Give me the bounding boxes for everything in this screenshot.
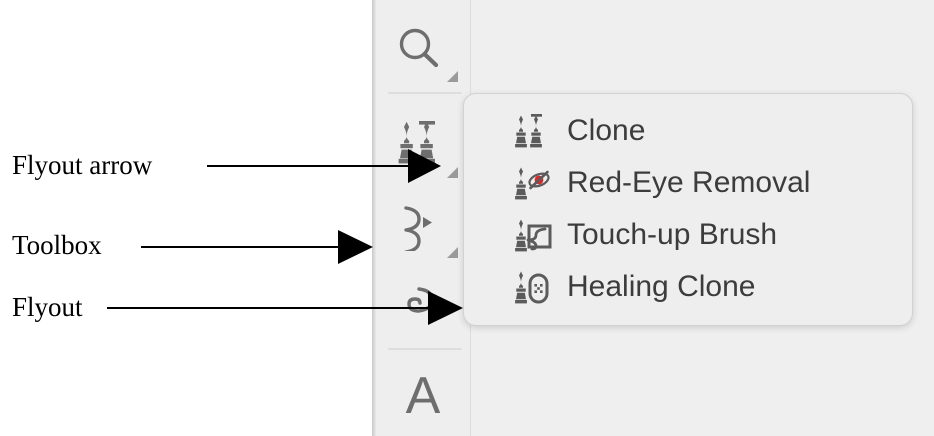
toolbox-tool-text[interactable]: A: [376, 356, 470, 436]
annotation-leader-toolbox: [141, 230, 373, 264]
flyout-item-label: Touch-up Brush: [567, 218, 778, 251]
toolbox[interactable]: A: [376, 0, 471, 436]
flyout-item-touch-up-brush[interactable]: Touch-up Brush: [464, 209, 912, 261]
touch-up-brush-icon: [512, 217, 554, 253]
flyout-item-label: Clone: [567, 114, 646, 147]
clone-stamp-icon: [512, 113, 554, 149]
clone-stamp-icon: [390, 116, 448, 174]
application-left-edge: [372, 0, 376, 436]
flyout-arrow-icon-zoom[interactable]: [447, 71, 458, 82]
annotation-label-toolbox: Toolbox: [12, 230, 102, 260]
flyout-item-label: Red-Eye Removal: [567, 166, 811, 199]
toolbox-tool-warp[interactable]: [376, 186, 470, 266]
annotation-label-flyout: Flyout: [12, 292, 83, 322]
toolbox-tool-lasso[interactable]: [376, 266, 470, 346]
red-eye-removal-icon: [512, 165, 554, 201]
healing-clone-icon: [512, 269, 554, 305]
flyout-item-label: Healing Clone: [567, 270, 756, 303]
flyout-item-healing-clone[interactable]: Healing Clone: [464, 261, 912, 313]
toolbox-tool-clone[interactable]: [376, 106, 470, 186]
flyout-arrow-icon-warp[interactable]: [447, 247, 458, 258]
magnifier-icon: [390, 20, 448, 78]
flyout-item-red-eye-removal[interactable]: Red-Eye Removal: [464, 157, 912, 209]
toolbox-separator-bottom: [388, 348, 462, 350]
toolbox-tool-zoom[interactable]: [376, 10, 470, 90]
lasso-icon: [390, 276, 448, 334]
toolbox-separator-top: [388, 92, 462, 94]
flyout-item-clone[interactable]: Clone: [464, 105, 912, 157]
text-A-icon: A: [405, 367, 441, 425]
annotation-label-flyout-arrow: Flyout arrow: [12, 150, 153, 180]
flyout-arrow-icon-clone[interactable]: [447, 167, 458, 178]
warp-icon: [390, 196, 448, 254]
flyout-panel[interactable]: Clone Red-Eye Remo: [463, 93, 913, 326]
